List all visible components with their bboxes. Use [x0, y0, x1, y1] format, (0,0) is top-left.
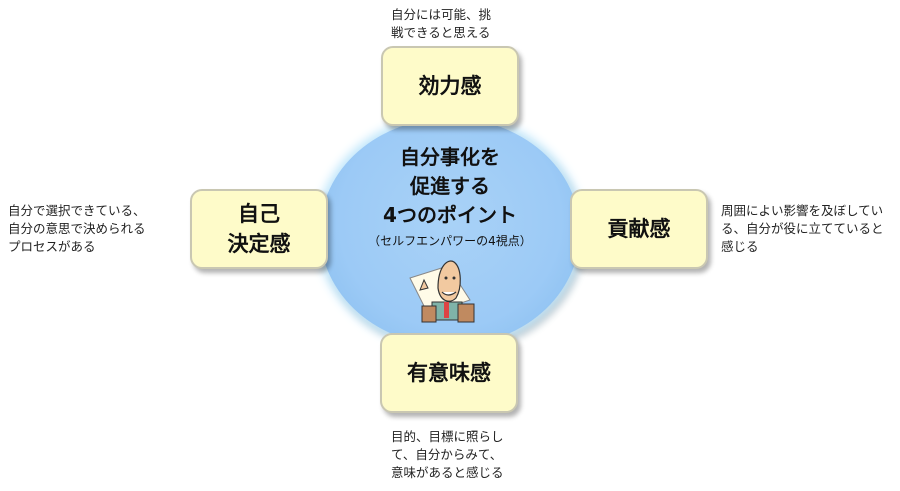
note-line: 目的、目標に照らし — [391, 429, 504, 444]
note-line: 自分で選択できている、 — [8, 203, 146, 218]
note-contribution: 周囲によい影響を及ぼしてい る、自分が役に立てていると 感じる — [721, 202, 884, 256]
note-line: 意味があると感じる — [391, 465, 504, 480]
center-title-line: 自分事化を — [400, 145, 500, 169]
note-line: る、自分が役に立てていると — [721, 221, 884, 236]
note-line: 自分の意思で決められる — [8, 221, 146, 236]
box-label-line: 決定感 — [227, 232, 291, 256]
box-efficacy: 効力感 — [381, 46, 519, 126]
center-title-line: 4つのポイント — [383, 203, 517, 227]
note-line: 戦できると思える — [391, 25, 491, 40]
note-line: 周囲によい影響を及ぼしてい — [721, 203, 884, 218]
box-label: 有意味感 — [407, 361, 491, 385]
box-label-line: 自己 — [238, 202, 280, 226]
note-line: プロセスがある — [8, 239, 96, 254]
center-title-line: 促進する — [410, 174, 490, 198]
note-line: 自分には可能、挑 — [391, 7, 492, 22]
box-label: 効力感 — [418, 74, 482, 98]
box-meaningfulness: 有意味感 — [380, 333, 518, 413]
note-efficacy: 自分には可能、挑 戦できると思える — [391, 6, 491, 42]
note-line: 感じる — [721, 239, 759, 254]
box-self-determination: 自己 決定感 — [190, 189, 328, 269]
cheering-man-illustration — [409, 260, 475, 323]
box-label: 貢献感 — [607, 217, 671, 241]
note-line: て、自分からみて、 — [391, 447, 503, 462]
center-title: 自分事化を 促進する 4つのポイント — [320, 143, 580, 230]
box-contribution: 貢献感 — [570, 189, 708, 269]
note-self-determination: 自分で選択できている、 自分の意思で決められる プロセスがある — [8, 202, 146, 256]
note-meaningfulness: 目的、目標に照らし て、自分からみて、 意味があると感じる — [391, 428, 504, 482]
center-subtitle: （セルフエンパワーの4視点） — [368, 234, 532, 248]
